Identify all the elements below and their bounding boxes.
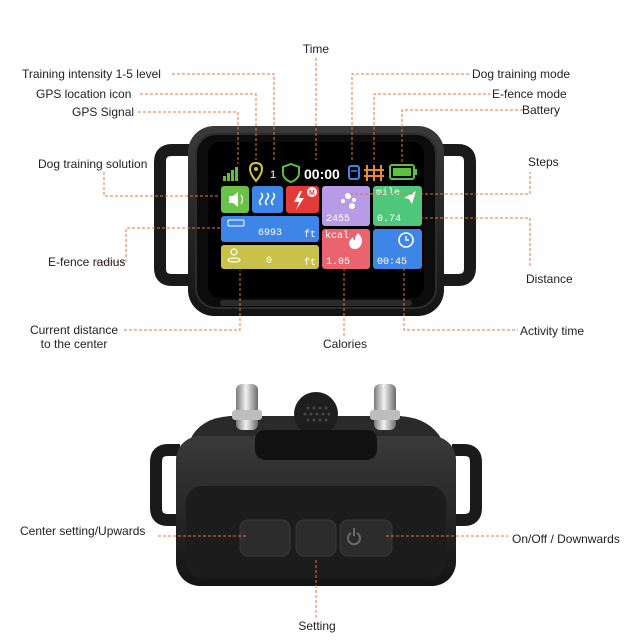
clock-icon [398,232,414,248]
label-on-off: On/Off / Downwards [512,532,620,546]
lightning-icon [294,191,304,210]
label-setting: Setting [298,619,336,633]
label-efence-radius: E-fence radius [48,255,126,269]
label-training-intensity: Training intensity 1-5 level [22,67,161,81]
label-time: Time [302,42,330,56]
manual-mode-badge [307,187,317,197]
label-gps-location: GPS location icon [36,87,132,101]
clock-time: 00:00 [304,166,340,182]
label-activity-time: Activity time [520,324,585,338]
ruler-icon [227,219,245,227]
left-strap-loop [154,144,190,286]
center-distance-value: 0 [266,256,272,267]
dog-training-mode-icon [348,165,360,180]
label-current-distance-line1: Current distance [29,323,119,337]
label-steps: Steps [528,155,559,169]
power-icon [347,528,361,546]
home-location-icon [227,248,241,263]
distance-value: 0.74 [377,214,401,225]
efence-mode-icon [364,165,384,181]
status-bar: 1 00:00 [223,161,417,184]
label-battery: Battery [522,103,561,117]
activity-tile [373,229,422,269]
label-calories: Calories [322,337,367,351]
right-strap-loop [440,144,476,286]
label-dog-training-mode: Dog training mode [472,67,571,81]
bottom-right-strap-loop [452,444,482,526]
left-contact-probe [236,384,258,430]
steps-tile [322,186,370,226]
radius-unit: ft [304,229,316,241]
label-dog-training-solution: Dog training solution [38,157,148,171]
label-efence-mode: E-fence mode [492,87,567,101]
manual-mode-letter: M [309,190,315,197]
paw-icon [341,193,356,209]
speaker-grille [303,406,331,422]
center-distance-unit: ft [304,257,316,269]
calories-value: 1.05 [326,257,350,268]
center-setting-button[interactable] [239,519,291,557]
vibration-icon [258,192,276,206]
label-center-setting: Center setting/Upwards [20,524,146,538]
bottom-left-strap-loop [150,444,180,526]
setting-button[interactable] [295,519,337,557]
speaker-icon [229,192,244,207]
calories-unit: kcal [325,230,349,242]
shield-icon [282,162,300,184]
battery-icon [389,164,417,180]
bottom-ridge [220,300,412,306]
gps-signal-icon [223,167,238,181]
bottom-device [150,384,482,586]
leader-lines [96,58,531,618]
radius-value: 6993 [258,228,282,239]
flame-icon [349,233,362,249]
right-contact-probe [374,384,396,430]
center-distance-tile [221,245,319,269]
label-current-distance-line2: to the center [40,337,108,351]
label-gps-signal: GPS Signal [72,105,135,119]
tile-grid: M 2455 mile 0.74 6993 ft kcal 1.05 00:45 [221,186,422,269]
gps-location-icon [248,161,264,183]
activity-value: 00:45 [377,257,407,268]
radius-tile [221,216,319,242]
intensity-level: 1 [270,169,276,181]
distance-unit: mile [376,187,400,199]
label-distance: Distance [526,272,573,286]
charging-port-cover [255,430,377,460]
label-current-distance: Current distance to the center [20,323,128,351]
steps-value: 2455 [326,214,350,225]
